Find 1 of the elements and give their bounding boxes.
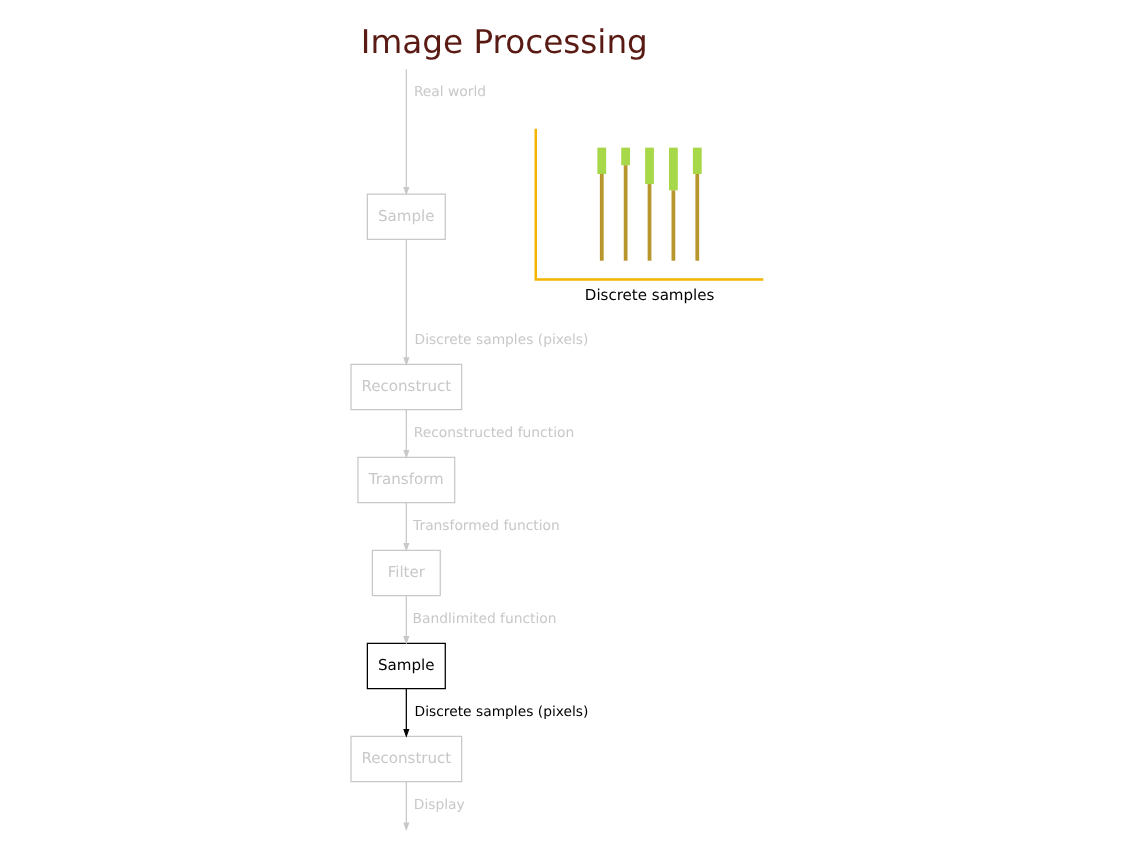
diagram-title: Image Processing [360,22,648,61]
